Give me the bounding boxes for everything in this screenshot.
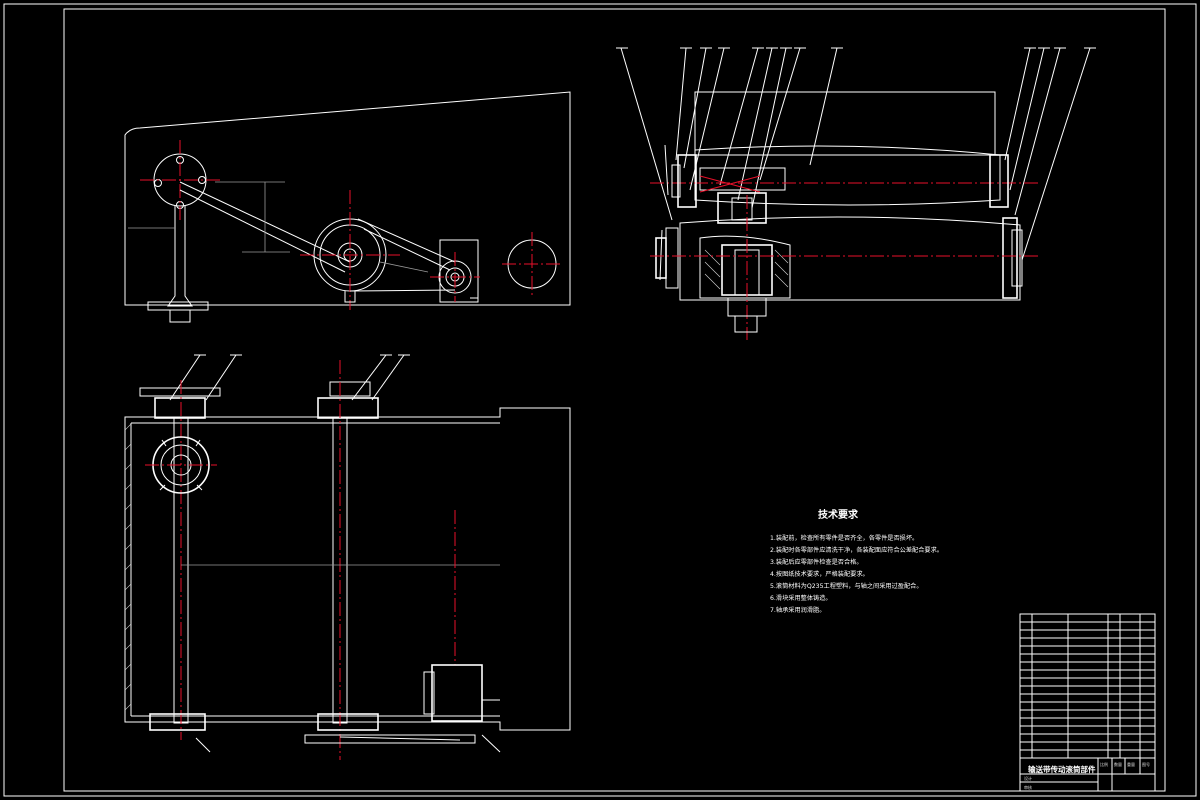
title-cell: 比例 xyxy=(1100,761,1108,767)
title-cell: 重量 xyxy=(1127,761,1135,767)
tech-note: 3.装配后应零部件检查是否合格。 xyxy=(770,558,863,566)
title-cell: 设计 xyxy=(1024,775,1032,781)
tech-note: 1.装配前，检查所有零件是否齐全，各零件是否损坏。 xyxy=(770,534,918,542)
title-block: 输送带传动滚筒部件 设计 审核 比例 数量 重量 图号 xyxy=(1019,613,1156,792)
roller-section-view xyxy=(616,47,1096,340)
tech-note: 4.按图纸技术要求，严格装配要求。 xyxy=(770,570,869,578)
tech-note: 7.轴承采用润滑脂。 xyxy=(770,606,825,614)
title-cell: 审核 xyxy=(1024,784,1032,790)
sheet-border xyxy=(3,3,1197,797)
drawing-name: 输送带传动滚筒部件 xyxy=(1028,764,1096,774)
tech-note: 6.滑块采用整体铸造。 xyxy=(770,594,832,602)
side-view-belt-drive xyxy=(124,91,571,323)
plan-view xyxy=(124,354,571,760)
tech-note: 5.滚筒材料为Q235工程塑料，与轴之间采用过盈配合。 xyxy=(770,582,923,590)
title-cell: 图号 xyxy=(1142,761,1150,767)
title-cell: 数量 xyxy=(1114,761,1122,767)
technical-requirements: 技术要求 1.装配前，检查所有零件是否齐全，各零件是否损坏。 2.装配时各零部件… xyxy=(770,508,943,614)
tech-note: 2.装配时各零部件应清洗干净，各装配面应符合公差配合要求。 xyxy=(770,546,943,554)
tech-requirements-title: 技术要求 xyxy=(818,508,859,521)
